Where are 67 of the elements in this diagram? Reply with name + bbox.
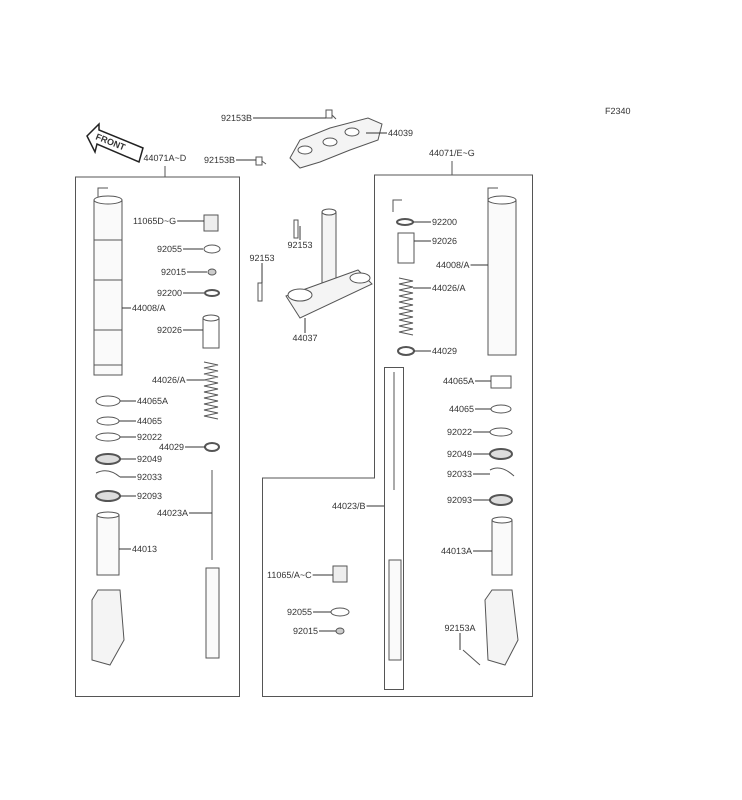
callout-number: 92153A bbox=[444, 623, 476, 633]
assembly-number: 44071/E~G bbox=[429, 148, 475, 158]
leader-line bbox=[188, 512, 212, 514]
leader-line bbox=[118, 548, 132, 550]
leader-line bbox=[118, 420, 136, 422]
callout-number: 92153B bbox=[221, 113, 252, 123]
callout-number: 92026 bbox=[157, 325, 182, 335]
callout-number: 44026/A bbox=[432, 283, 466, 293]
leader-line bbox=[470, 264, 488, 266]
leader-line bbox=[182, 248, 204, 250]
callout-number: 44023/B bbox=[332, 501, 366, 511]
leader-line bbox=[318, 630, 336, 632]
leader-line bbox=[120, 476, 136, 478]
callout-number: 44013A bbox=[441, 546, 472, 556]
callout-number: 44013 bbox=[132, 544, 158, 554]
leader-line bbox=[414, 240, 432, 242]
callout-number: 92033 bbox=[137, 472, 162, 482]
callout-number: 44037 bbox=[292, 333, 318, 343]
callout-number: 92055 bbox=[157, 244, 182, 254]
leader-line bbox=[120, 458, 136, 460]
callout-number: 92015 bbox=[161, 267, 186, 277]
callout-number: 92022 bbox=[447, 427, 472, 437]
figure-code: F2340 bbox=[605, 106, 631, 116]
inner-frame bbox=[384, 367, 404, 690]
leader-line bbox=[300, 226, 301, 240]
leader-line bbox=[460, 632, 461, 650]
assembly-number: 44071A~D bbox=[144, 153, 186, 163]
callout-number: 92033 bbox=[447, 469, 472, 479]
callout-number: 44026/A bbox=[152, 375, 186, 385]
leader-line bbox=[472, 550, 492, 552]
callout-number: 92200 bbox=[432, 217, 458, 227]
callout-number: 92049 bbox=[447, 449, 472, 459]
callout-number: 92153 bbox=[250, 253, 275, 263]
callout-number: 92049 bbox=[137, 454, 162, 464]
callout-number: 44039 bbox=[388, 128, 414, 138]
callout-number: 44008/A bbox=[132, 303, 166, 313]
leader-line bbox=[184, 446, 206, 448]
leader-line bbox=[120, 436, 136, 438]
callout-number: 92015 bbox=[293, 626, 318, 636]
leader-line bbox=[414, 350, 432, 352]
callout-number: 92200 bbox=[157, 288, 182, 298]
callout-number: 11065D~G bbox=[133, 216, 176, 226]
callout-number: 44065 bbox=[137, 416, 162, 426]
leader-line bbox=[176, 220, 204, 222]
callout-number: 44065A bbox=[137, 396, 168, 406]
callout-number: 92153B bbox=[204, 155, 236, 165]
callout-number: 44065A bbox=[443, 376, 474, 386]
callout-number: 44029 bbox=[159, 442, 184, 452]
callout-number: 44029 bbox=[432, 346, 458, 356]
leader-line bbox=[262, 262, 263, 284]
callout-number: 44008/A bbox=[436, 260, 470, 270]
callout-number: 92093 bbox=[447, 495, 472, 505]
callout-number: 11065/A~C bbox=[267, 570, 312, 580]
leader-line bbox=[474, 380, 492, 382]
leader-line bbox=[312, 574, 334, 576]
callout-number: 92093 bbox=[137, 491, 162, 501]
callout-number: 44023A bbox=[157, 508, 188, 518]
callout-number: 92022 bbox=[137, 432, 162, 442]
callout-number: 92055 bbox=[287, 607, 312, 617]
leader-line bbox=[304, 318, 306, 334]
leader-line bbox=[182, 292, 204, 294]
leader-line bbox=[120, 400, 136, 402]
leader-line bbox=[474, 408, 492, 410]
callout-number: 92026 bbox=[432, 236, 458, 246]
leader-line bbox=[366, 132, 388, 134]
callout-number: 44065 bbox=[449, 404, 474, 414]
callout-number: 92153 bbox=[288, 240, 313, 250]
